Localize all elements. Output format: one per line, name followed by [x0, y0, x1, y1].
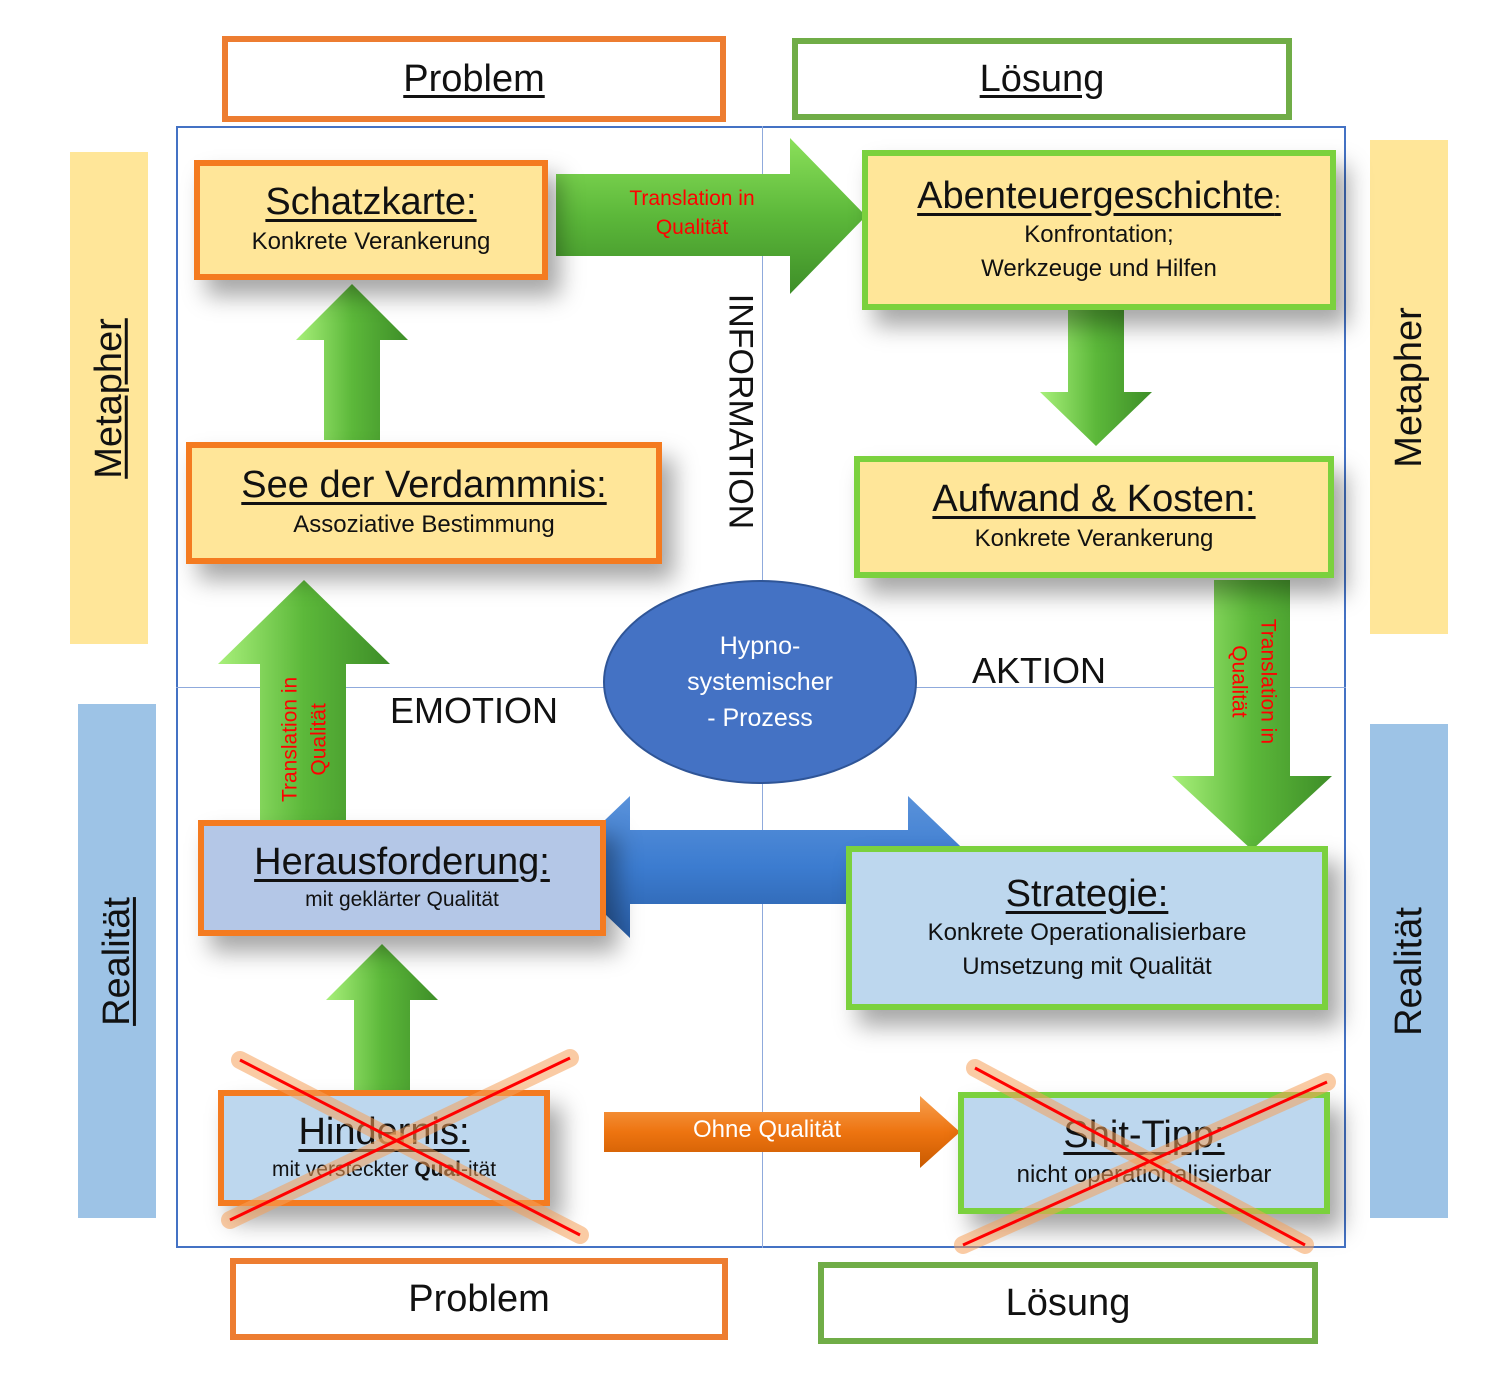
arrow-right-top-label-line1: Translation in [629, 187, 755, 210]
side-label-metaphor-left-text: Metapher [87, 317, 130, 479]
side-label-reality-left-text: Realität [95, 896, 138, 1026]
box-see-der-verdammnis: See der Verdammnis: Assoziative Bestimmu… [186, 442, 662, 564]
arrow-right-top [556, 138, 866, 294]
arrow-right-top-label-line2: Qualität [655, 216, 729, 240]
header-problem-top: Problem [222, 36, 726, 122]
box-schatzkarte-title: Schatzkarte: [265, 181, 477, 224]
box-herausforderung-sub: mit geklärter Qualität [305, 888, 499, 912]
box-see-sub: Assoziative Bestimmung [293, 511, 555, 539]
box-strategie: Strategie: Konkrete Operationalisierbare… [846, 846, 1328, 1010]
cross-out-hindernis-icon [221, 1049, 589, 1244]
header-solution-top: Lösung [792, 38, 1292, 120]
axis-label-aktion: AKTION [972, 650, 1107, 691]
side-label-metaphor-right: Metapher [1370, 140, 1448, 634]
box-abenteuer-title-text: Abenteuergeschichte [917, 174, 1275, 217]
arrow-down-translation-right-line1: Translation in [1256, 618, 1280, 745]
arrow-up-translation-left-label: Translation in Qualität [276, 634, 335, 844]
arrow-up-see-to-schatzkarte [296, 284, 408, 440]
header-problem-top-label: Problem [403, 57, 545, 100]
arrow-down-translation-right-line2: Qualität [1227, 645, 1250, 718]
arrow-down-translation-right [1172, 580, 1332, 850]
header-solution-bottom: Lösung [818, 1262, 1318, 1344]
arrow-bottom-ohne-qualitaet [604, 1096, 960, 1168]
process-line2: systemischer [687, 667, 833, 696]
side-label-reality-right-text: Realität [1387, 906, 1430, 1036]
box-abenteuergeschichte: Abenteuergeschichte: Konfrontation; Werk… [862, 150, 1336, 310]
box-abenteuer-sub1: Konfrontation; [1024, 221, 1174, 249]
arrow-down-translation-right-label: Translation in Qualität [1224, 576, 1283, 786]
side-label-reality-right: Realität [1370, 724, 1448, 1218]
arrow-up-translation-left-line2: Qualität [308, 703, 331, 776]
arrow-down-abenteuer-to-aufwand [1040, 310, 1152, 446]
box-see-title: See der Verdammnis: [241, 464, 607, 507]
header-solution-bottom-label: Lösung [1005, 1281, 1131, 1324]
box-abenteuer-sub2: Werkzeuge und Hilfen [981, 254, 1217, 282]
axis-label-emotion: EMOTION [390, 690, 558, 731]
box-strategie-title: Strategie: [1005, 872, 1169, 915]
box-schatzkarte-sub: Konkrete Verankerung [251, 228, 491, 256]
side-label-metaphor-left: Metapher [70, 152, 148, 644]
box-aufwand-sub: Konkrete Verankerung [974, 525, 1214, 553]
cross-out-shit-tipp-icon [954, 1059, 1336, 1254]
header-solution-top-label: Lösung [979, 57, 1105, 100]
side-label-metaphor-right-text: Metapher [1387, 306, 1430, 468]
process-line3: - Prozess [707, 704, 813, 733]
process-ellipse: Hypno- systemischer - Prozess [603, 580, 917, 784]
arrow-right-top-shape [556, 138, 866, 294]
box-schatzkarte: Schatzkarte: Konkrete Verankerung [194, 160, 548, 280]
box-aufwand-kosten: Aufwand & Kosten: Konkrete Verankerung [854, 456, 1334, 578]
box-strategie-sub2: Umsetzung mit Qualität [962, 952, 1212, 980]
box-strategie-sub1: Konkrete Operationalisierbare [927, 919, 1247, 947]
arrow-up-translation-left [218, 580, 390, 822]
box-abenteuer-title: Abenteuergeschichte: [917, 175, 1281, 219]
arrow-right-top-label: Translation in Qualität [600, 184, 784, 243]
box-herausforderung-title: Herausforderung: [254, 841, 550, 884]
arrow-up-hindernis-to-herausforderung [326, 944, 438, 1090]
header-problem-bottom-label: Problem [408, 1277, 550, 1320]
box-aufwand-title: Aufwand & Kosten: [932, 478, 1256, 521]
side-label-reality-left: Realität [78, 704, 156, 1218]
box-abenteuer-title-suffix: : [1274, 186, 1281, 214]
arrow-up-translation-left-line1: Translation in [278, 676, 302, 803]
box-herausforderung: Herausforderung: mit geklärter Qualität [198, 820, 606, 936]
axis-label-information: INFORMATION [721, 293, 760, 530]
arrow-bottom-label: Ohne Qualität [692, 1116, 842, 1143]
header-problem-bottom: Problem [230, 1258, 728, 1340]
process-line1: Hypno- [719, 631, 801, 660]
